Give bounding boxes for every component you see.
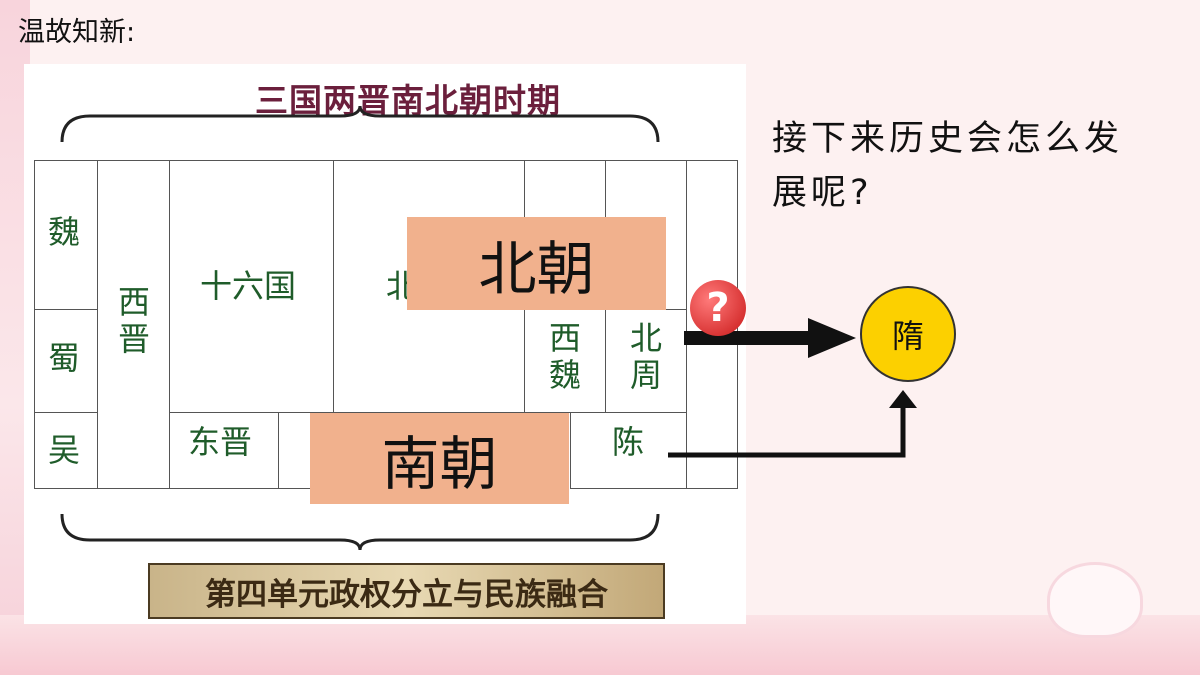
decorative-bunny-image: [1050, 565, 1140, 635]
label-xijin: 西晋: [117, 283, 150, 358]
label-shu: 蜀: [48, 339, 81, 377]
label-shiliuguo: 十六国: [200, 267, 297, 305]
cell-dongjin: [169, 412, 279, 489]
top-brace-icon: [60, 105, 660, 143]
label-wei: 魏: [48, 213, 81, 251]
cell-xijin: [97, 160, 170, 489]
question-text: 接下来历史会怎么发展呢?: [772, 119, 1124, 213]
decorative-bottom-strip: [0, 615, 1200, 675]
south-arrow-line: [668, 405, 906, 458]
section-header: 温故知新:: [18, 17, 136, 48]
label-xiwei: 西魏: [548, 319, 581, 394]
north-arrowhead-icon: [808, 318, 856, 358]
sui-dynasty-circle: 隋: [860, 286, 956, 382]
question-mark-icon: ?: [690, 280, 746, 336]
south-dynasties-box: 南朝: [310, 413, 569, 504]
bottom-brace-icon: [60, 513, 660, 551]
label-wu: 吴: [48, 431, 81, 469]
south-arrowhead-icon: [889, 390, 917, 408]
north-arrow-shaft: [684, 331, 812, 345]
unit-title-banner: 第四单元政权分立与民族融合: [148, 563, 665, 619]
label-chen: 陈: [612, 423, 645, 461]
label-beizhou: 北周: [629, 319, 662, 394]
cell-wu: [34, 412, 98, 489]
cell-shiliuguo: [169, 160, 334, 413]
period-title: 三国两晋南北朝时期: [255, 81, 561, 120]
label-dongjin: 东晋: [188, 423, 253, 461]
cell-shu: [34, 309, 98, 413]
north-dynasties-box: 北朝: [407, 217, 666, 310]
cell-xiwei: [524, 309, 606, 413]
